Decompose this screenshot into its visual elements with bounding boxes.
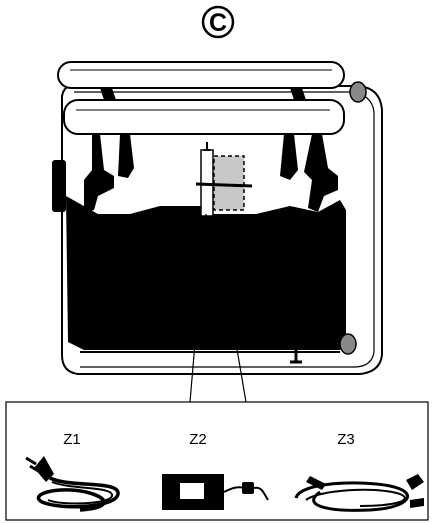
- device-body-fill: [66, 196, 346, 350]
- adapter-connector-tail: [253, 486, 269, 501]
- right-mechanism-2: [280, 134, 298, 180]
- left-mechanism-2: [118, 134, 134, 178]
- adapter-location-highlight: [213, 155, 245, 211]
- adapter-connector: [242, 482, 254, 494]
- callout-right-line: [213, 213, 247, 403]
- plug-head: [34, 456, 54, 482]
- center-cable: [204, 142, 210, 151]
- power-cable-icon: [294, 474, 424, 512]
- right-hinge: [290, 88, 306, 100]
- bottom-right-foot: [339, 333, 357, 355]
- view-label-circle: [201, 5, 235, 39]
- part-label-z3: Z3: [337, 431, 355, 448]
- view-label: C: [209, 9, 227, 37]
- cable-loop-inner: [305, 488, 406, 507]
- part-label-z2: Z2: [189, 431, 207, 448]
- top-right-foot: [349, 81, 367, 103]
- device-illustration: [52, 61, 383, 375]
- cord-coil: [36, 476, 120, 512]
- adapter-strap: [195, 182, 253, 188]
- power-supply-adapter-icon: [162, 474, 269, 510]
- left-mechanism: [84, 134, 114, 212]
- cord-coil-inner: [47, 481, 113, 505]
- power-plug-cord-icon: [25, 456, 120, 512]
- left-side-tab: [52, 160, 66, 212]
- cable-loop-outer: [294, 481, 409, 512]
- callout-lines: [189, 213, 247, 403]
- right-mechanism: [304, 134, 338, 212]
- second-handle-bar: [63, 99, 345, 135]
- part-label-z1: Z1: [63, 431, 81, 448]
- adapter-label: [180, 483, 204, 499]
- top-handle-bar: [57, 61, 345, 89]
- bottom-cable-exit: [290, 350, 302, 364]
- plug-prong-top: [25, 456, 37, 466]
- cable-end-right: [406, 474, 424, 490]
- cable-end-right-2: [410, 498, 424, 508]
- view-label-badge: C: [201, 5, 235, 39]
- left-hinge: [100, 88, 116, 100]
- cable-end-left: [306, 476, 326, 490]
- callout-left-line: [189, 213, 207, 403]
